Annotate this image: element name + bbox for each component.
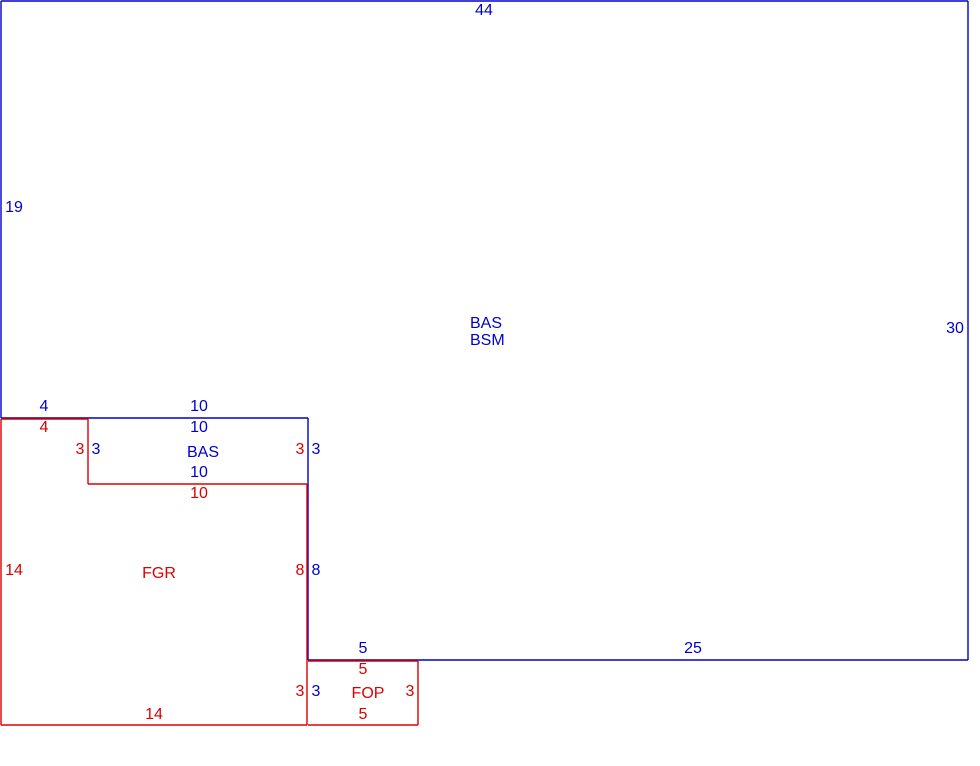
main-area-outline (0, 0, 969, 661)
dim-bas-right-side: 3 (311, 441, 321, 458)
dim-fgr-bottom: 14 (145, 706, 163, 723)
dim-fgr-right-side: 3 (295, 441, 305, 458)
dim-bas-inner-top: 10 (190, 419, 208, 436)
porch-outline (308, 660, 419, 726)
dim-bas-left-width: 4 (39, 398, 49, 415)
dim-fgr-right-lower: 8 (295, 562, 305, 579)
main-area-code-1: BAS (470, 315, 503, 332)
dim-fgr-notch-bottom: 10 (190, 485, 208, 502)
dim-fgr-left-width: 4 (39, 419, 49, 436)
dim-bas-porch-right: 3 (311, 683, 321, 700)
porch-area-label: FOP (351, 685, 385, 702)
dim-main-bottom: 25 (684, 640, 702, 657)
dim-bas-left-side: 3 (91, 441, 101, 458)
garage-outline (0, 418, 308, 726)
dim-fop-bottom: 5 (358, 706, 368, 723)
dim-bas-top: 10 (190, 398, 208, 415)
dim-main-left: 19 (5, 199, 23, 216)
dim-fop-right: 3 (405, 683, 415, 700)
dim-fop-top: 5 (358, 661, 368, 678)
dim-fgr-notch-side: 3 (75, 441, 85, 458)
dim-bas-right-lower: 8 (311, 562, 321, 579)
garage-area-label: FGR (142, 565, 176, 582)
main-area-code-2: BSM (470, 332, 505, 349)
small-area-label: BAS (186, 444, 220, 461)
main-area-label: BAS BSM (470, 315, 505, 349)
dim-fgr-left: 14 (5, 562, 23, 579)
dim-bas-bottom: 10 (190, 464, 208, 481)
dim-bas-porch-top: 5 (358, 640, 368, 657)
dim-main-right: 30 (946, 320, 964, 337)
dim-fgr-porch-side: 3 (295, 683, 305, 700)
dim-main-top: 44 (475, 2, 493, 19)
